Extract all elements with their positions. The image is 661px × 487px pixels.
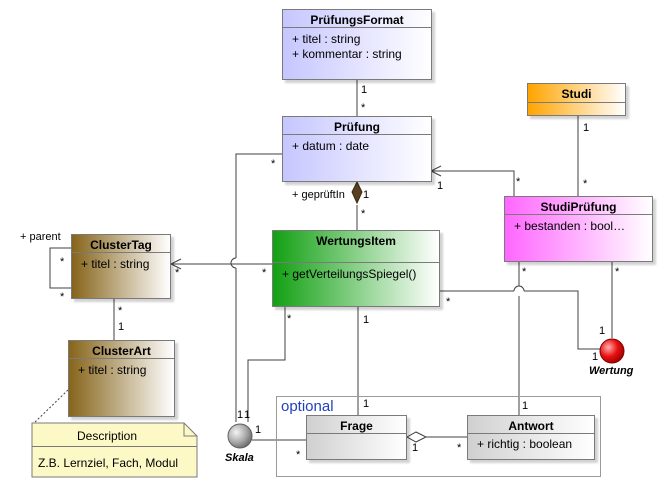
multiplicity-label: * [262, 267, 267, 279]
class-attribute: + titel : string [292, 32, 361, 46]
multiplicity-label: 1 [437, 180, 444, 192]
wertung-interface-icon [599, 338, 625, 364]
class-name: StudiPrüfung [540, 200, 617, 214]
class-name: ClusterArt [92, 344, 151, 358]
role-label: + parent [20, 231, 61, 243]
class-name: ClusterTag [90, 238, 152, 252]
multiplicity-label: 1 [255, 424, 262, 436]
class-name: Prüfung [334, 120, 380, 134]
class-studipruefung[interactable]: StudiPrüfung + bestanden : bool… [504, 196, 653, 262]
edge-clustertag-self [49, 247, 71, 289]
multiplicity-label: * [583, 178, 588, 190]
note-title: Description [76, 429, 138, 443]
multiplicity-label: * [522, 266, 527, 278]
optional-package [276, 396, 601, 477]
multiplicity-label: * [60, 291, 65, 303]
multiplicity-label: * [457, 442, 462, 454]
multiplicity-label: * [118, 305, 123, 317]
multiplicity-label: 1 [244, 409, 251, 421]
multiplicity-label: * [287, 313, 292, 325]
class-name: PrüfungsFormat [310, 13, 404, 27]
multiplicity-label: 1 [237, 409, 244, 421]
multiplicity-label: 1 [118, 321, 125, 333]
multiplicity-label: 1 [412, 442, 419, 454]
multiplicity-label: * [361, 208, 366, 220]
multiplicity-label: 1 [361, 84, 368, 96]
class-antwort[interactable]: Antwort + richtig : boolean [467, 415, 595, 460]
class-attribute: + datum : date [292, 139, 370, 153]
multiplicity-label: * [361, 102, 366, 114]
multiplicity-label: * [271, 158, 276, 170]
edge-wertungsitem-skala [247, 307, 286, 422]
wertung-label: Wertung [589, 365, 634, 377]
class-frage[interactable]: Frage [306, 415, 407, 460]
multiplicity-label: * [615, 266, 620, 278]
edge-clusterart-note [32, 389, 69, 425]
skala-interface-icon [227, 423, 253, 449]
class-attribute: + richtig : boolean [477, 437, 573, 451]
multiplicity-label: * [296, 449, 301, 461]
multiplicity-label: * [175, 267, 180, 279]
description-note: Description Z.B. Lernziel, Fach, Modul [32, 423, 197, 477]
multiplicity-label: 1 [599, 325, 606, 337]
class-attribute: + titel : string [78, 363, 147, 377]
multiplicity-label: 1 [363, 398, 370, 410]
class-attribute: + bestanden : bool… [514, 219, 626, 233]
multiplicity-label: * [60, 256, 65, 268]
class-studi[interactable]: Studi [527, 83, 626, 116]
class-name: Frage [340, 419, 373, 433]
class-name: Studi [561, 87, 592, 101]
optional-package-label: optional [281, 398, 334, 415]
multiplicity-label: * [446, 296, 451, 308]
class-attribute: + kommentar : string [292, 47, 402, 61]
note-shape [31, 422, 198, 478]
class-pruefungsformat[interactable]: PrüfungsFormat + titel : string + kommen… [282, 9, 432, 80]
class-name: WertungsItem [316, 234, 396, 248]
multiplicity-label: 1 [363, 314, 370, 326]
role-label: + geprüftIn [292, 189, 345, 201]
edge-studipruefung-pruefung [431, 170, 515, 196]
skala-label: Skala [225, 452, 254, 464]
multiplicity-label: 1 [363, 189, 370, 201]
class-clusterart[interactable]: ClusterArt + titel : string [68, 340, 175, 417]
multiplicity-label: 1 [592, 351, 599, 363]
class-clustertag[interactable]: ClusterTag + titel : string [71, 234, 171, 299]
multiplicity-label: * [516, 176, 521, 188]
multiplicity-label: 1 [583, 122, 590, 134]
class-name: Antwort [508, 419, 554, 433]
class-attribute: + titel : string [81, 257, 150, 271]
class-method: + getVerteilungsSpiegel() [282, 267, 417, 281]
multiplicity-label: 1 [522, 400, 529, 412]
edge-pruefung-skala [235, 153, 282, 258]
class-wertungsitem[interactable]: WertungsItem + getVerteilungsSpiegel() [272, 230, 440, 307]
class-pruefung[interactable]: Prüfung + datum : date [282, 116, 432, 182]
note-body: Z.B. Lernziel, Fach, Modul [38, 456, 179, 470]
note-divider [32, 446, 197, 447]
